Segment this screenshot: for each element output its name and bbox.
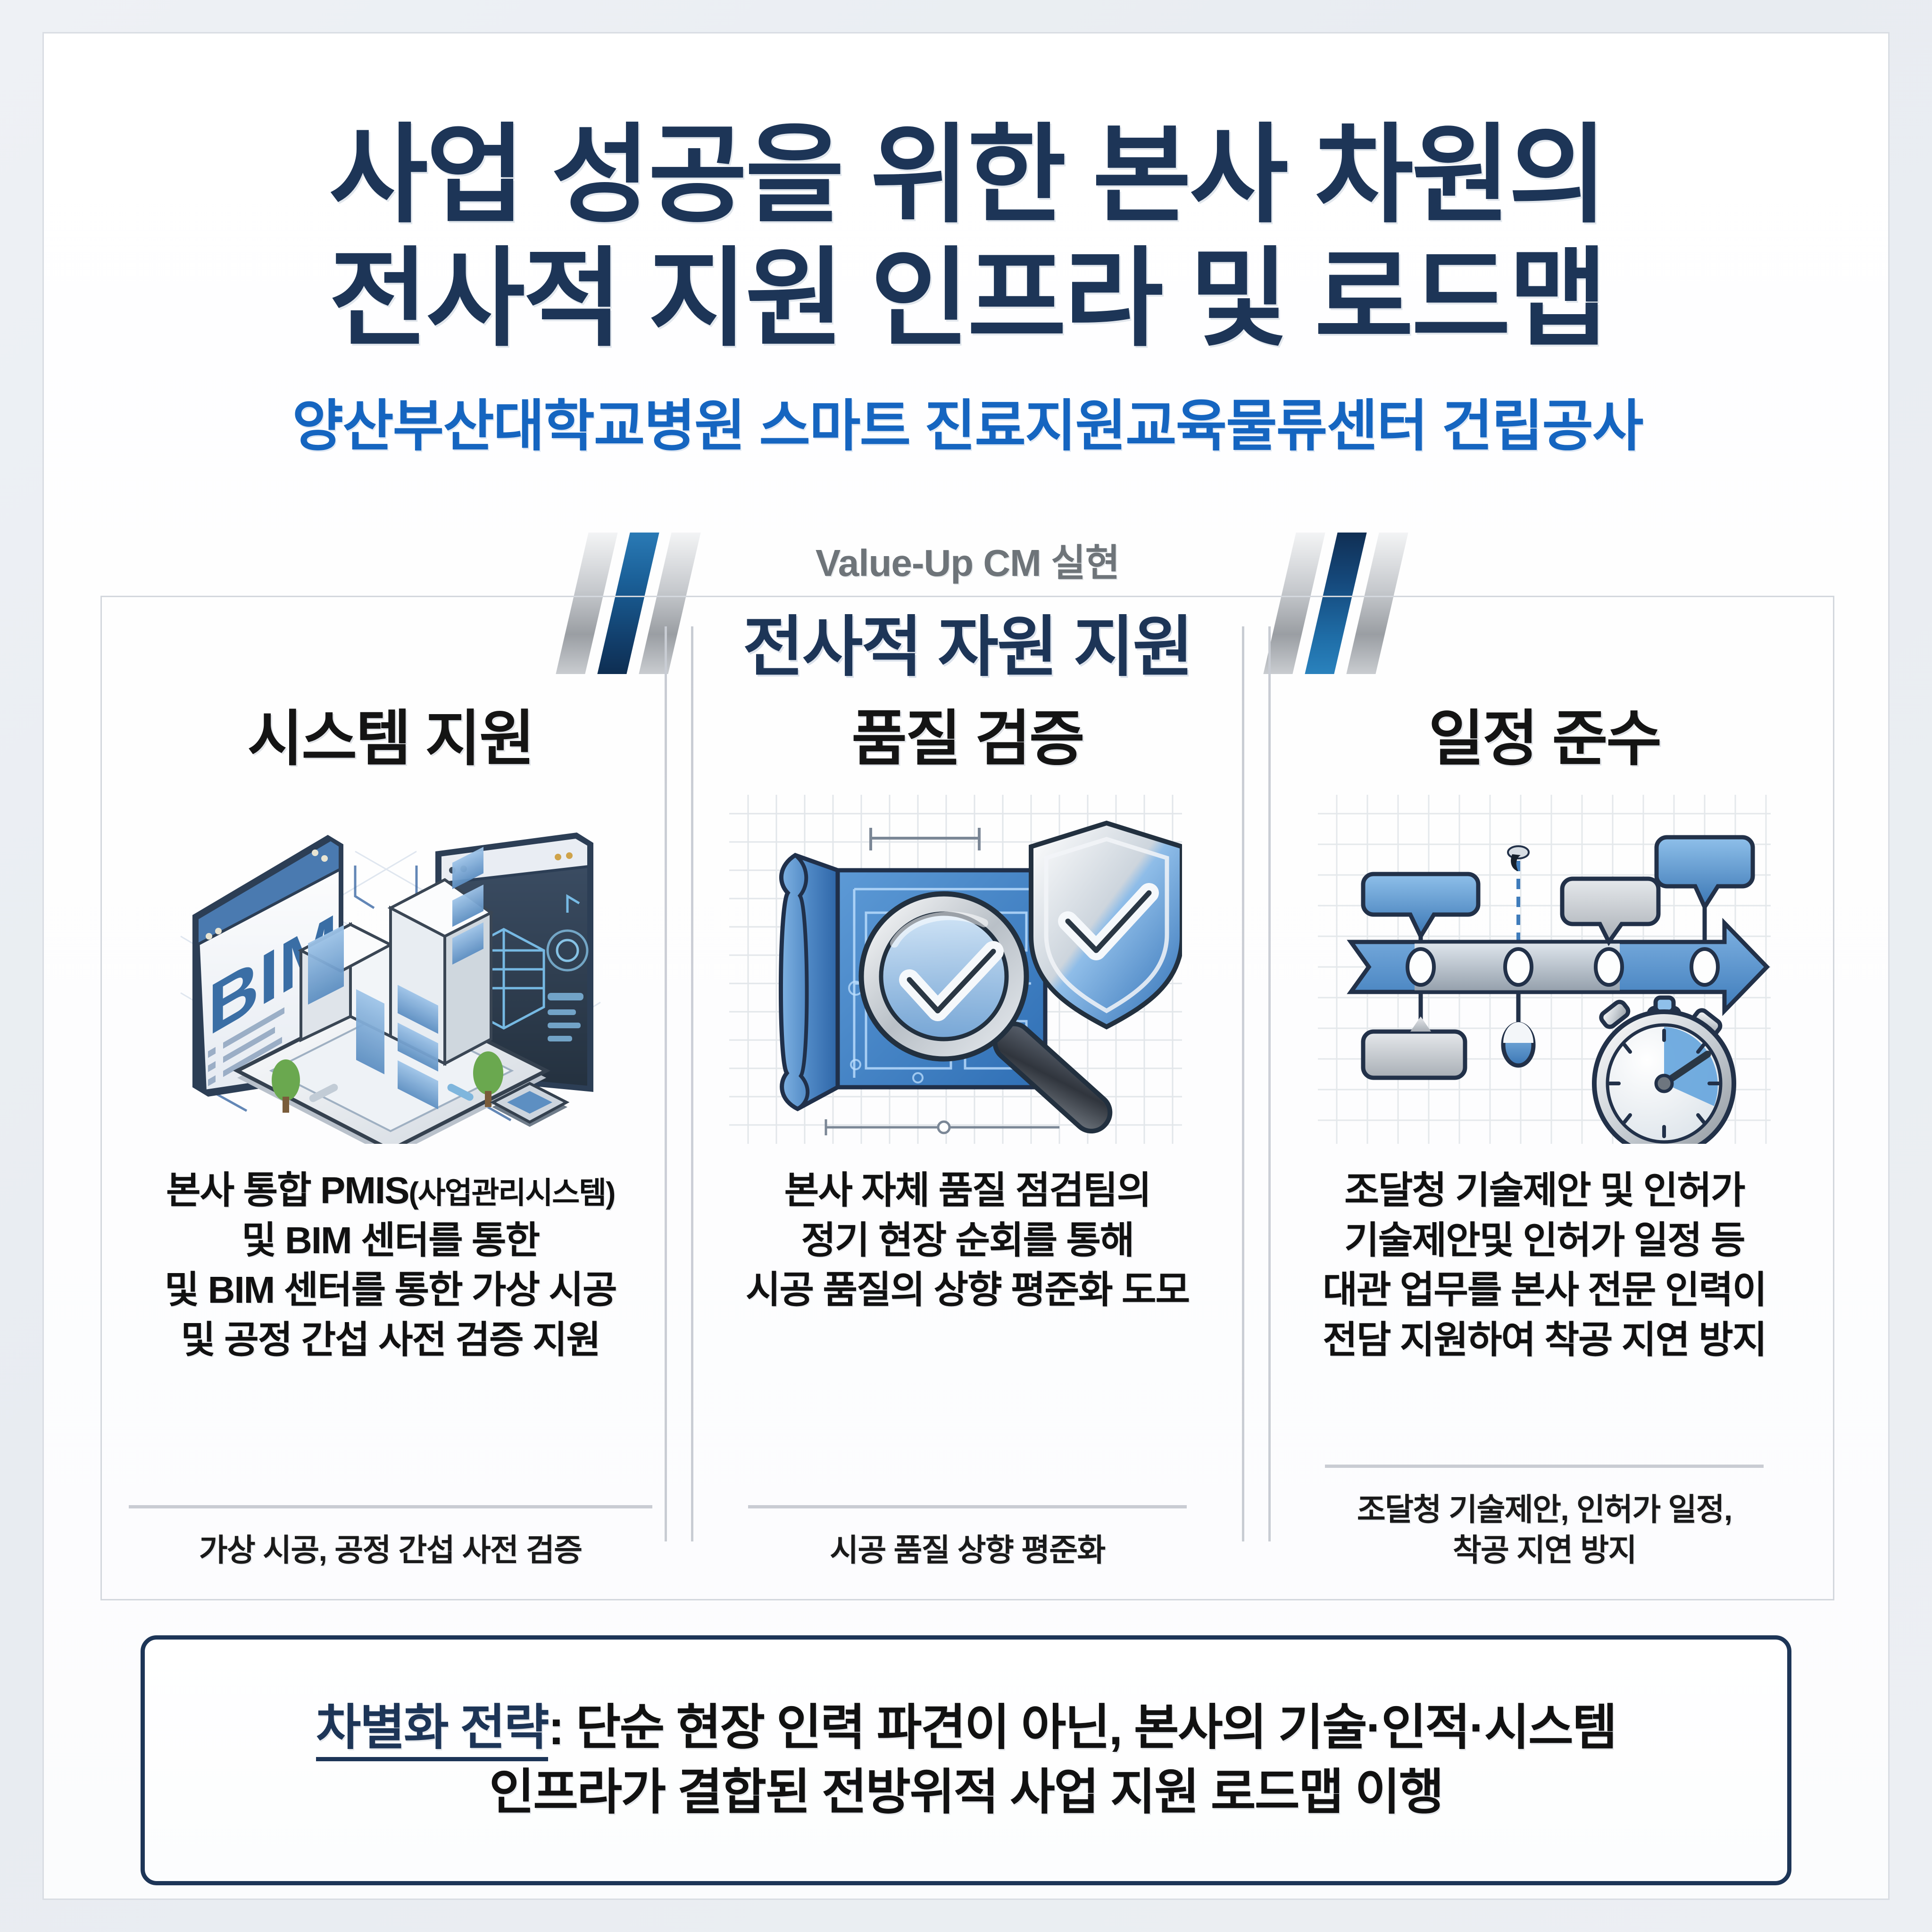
- strategy-line-1-rest: : 단순 현장 인력 파견이 아닌, 본사의 기술·인적·시스템: [548, 1700, 1617, 1755]
- strategy-strong-label: 차별화 전략: [316, 1700, 549, 1761]
- strategy-callout-box: 차별화 전략: 단순 현장 인력 파견이 아닌, 본사의 기술·인적·시스템 인…: [141, 1635, 1791, 1885]
- column-2-caption: 시공 품질 상향 평준화: [830, 1532, 1106, 1568]
- column-1-body-paren: (사업관리시스템): [408, 1176, 616, 1210]
- three-column-layout: 시스템 지원: [102, 597, 1833, 1599]
- three-column-panel-frame: [100, 596, 1834, 1600]
- column-quality-verification: 품질 검증: [679, 597, 1256, 1599]
- ribbon-headline: 전사적 자원 지원: [742, 610, 1193, 684]
- header-block: 사업 성공을 위한 본사 차원의 전사적 지원 인프라 및 로드맵 양산부산대학…: [44, 114, 1891, 461]
- column-3-caption: 조달청 기술제안, 인허가 일정, 착공 지연 방지: [1357, 1492, 1732, 1568]
- column-2-body: 본사 자체 품질 점검팀의 정기 현장 순회를 통해 시공 품질의 상향 평준화…: [745, 1169, 1190, 1311]
- page-title-line-2: 전사적 지원 인프라 및 로드맵: [329, 239, 1608, 359]
- page-title-line-1: 사업 성공을 위한 본사 차원의: [329, 116, 1608, 235]
- ribbon-kicker: Value-Up CM 실현: [815, 542, 1120, 584]
- column-1-body: 본사 통합 PMIS(사업관리시스템) 및 BIM 센터를 통한 및 BIM 센…: [164, 1166, 617, 1365]
- bim-isometric-illustration: BIM: [152, 795, 629, 1157]
- blueprint-magnifier-shield-illustration: [729, 795, 1206, 1144]
- poster-card: 사업 성공을 위한 본사 차원의 전사적 지원 인프라 및 로드맵 양산부산대학…: [42, 32, 1890, 1900]
- column-2-divider: [748, 1505, 1187, 1509]
- column-3-heading: 일정 준수: [1428, 705, 1662, 773]
- column-1-caption: 가상 시공, 공정 간섭 사전 검증: [199, 1532, 583, 1568]
- column-3-divider: [1325, 1465, 1764, 1468]
- column-1-body-rest: 및 BIM 센터를 통한 및 BIM 센터를 통한 가상 시공 및 공정 간섭 …: [164, 1219, 617, 1361]
- page-subtitle: 양산부산대학교병원 스마트 진료지원교육물류센터 건립공사: [292, 395, 1644, 458]
- column-1-divider: [128, 1505, 652, 1509]
- strategy-line-2: 인프라가 결합된 전방위적 사업 지원 로드맵 이행: [489, 1765, 1444, 1820]
- ribbon-banner: Value-Up CM 실현 전사적 자원 지원: [44, 533, 1891, 684]
- column-2-heading: 품질 검증: [851, 705, 1085, 773]
- column-1-heading: 시스템 지원: [247, 705, 534, 773]
- column-schedule-compliance: 일정 준수: [1256, 597, 1833, 1599]
- timeline-stopwatch-illustration: [1318, 795, 1771, 1158]
- strategy-line-1: 차별화 전략: 단순 현장 인력 파견이 아닌, 본사의 기술·인적·시스템: [316, 1696, 1617, 1761]
- column-1-body-main: 본사 통합 PMIS: [166, 1169, 409, 1211]
- column-system-support: 시스템 지원: [102, 597, 679, 1599]
- ribbon-text-group: Value-Up CM 실현 전사적 자원 지원: [44, 533, 1891, 689]
- column-3-body: 조달청 기술제안 및 인허가 기술제안및 인허가 일정 등 대관 업무를 본사 …: [1323, 1169, 1767, 1361]
